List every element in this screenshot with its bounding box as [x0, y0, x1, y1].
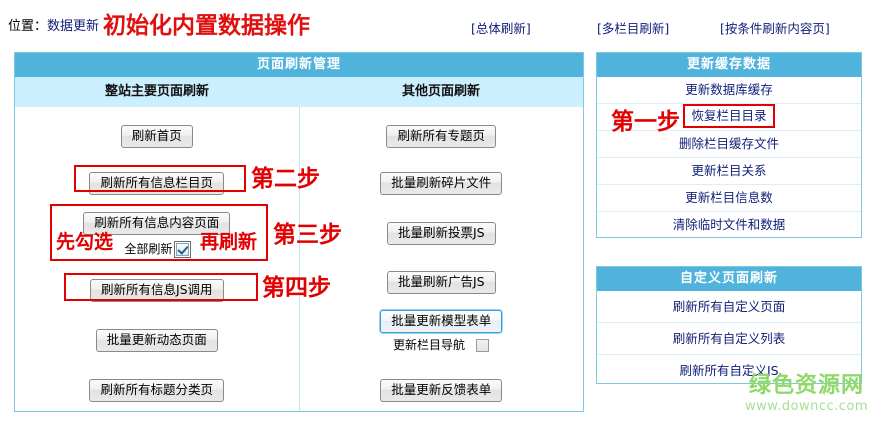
page-refresh-management-panel: 页面刷新管理 整站主要页面刷新 其他页面刷新 刷新首页 刷新所有信息栏目页 刷新…: [14, 52, 584, 412]
breadcrumb-label: 位置：: [8, 19, 48, 34]
refresh-all-checkbox-label: 全部刷新: [124, 242, 173, 256]
batch-refresh-ad-js-button[interactable]: 批量刷新广告JS: [386, 271, 496, 294]
cache-item-restore-category-directory[interactable]: 恢复栏目目录: [597, 104, 861, 131]
custom-panel-title: 自定义页面刷新: [597, 267, 861, 291]
custom-item-refresh-all-custom-pages[interactable]: 刷新所有自定义页面: [597, 291, 861, 323]
annotation-then-refresh: 再刷新: [200, 231, 258, 253]
annotation-step2: 第二步: [251, 165, 320, 192]
batch-update-dynamic-pages-button[interactable]: 批量更新动态页面: [95, 329, 218, 352]
refresh-all-content-pages-button[interactable]: 刷新所有信息内容页面: [83, 212, 231, 235]
link-conditional-content-refresh[interactable]: [按条件刷新内容页]: [720, 21, 830, 36]
cache-panel-title: 更新缓存数据: [597, 53, 861, 77]
batch-refresh-vote-js-button[interactable]: 批量刷新投票JS: [386, 222, 496, 245]
custom-item-label: 刷新所有自定义JS: [679, 363, 779, 378]
refresh-all-category-pages-button[interactable]: 刷新所有信息栏目页: [89, 172, 224, 195]
cache-item-label: 更新数据库缓存: [685, 82, 773, 97]
header-links: [总体刷新] [多栏目刷新] [按条件刷新内容页]: [0, 18, 878, 38]
cache-item-clear-temp-files-and-data[interactable]: 清除临时文件和数据: [597, 212, 861, 238]
annotation-step3: 第三步: [273, 221, 342, 248]
right-column: 刷新所有专题页 批量刷新碎片文件 批量刷新投票JS 批量刷新广告JS 批量更新模…: [298, 107, 584, 411]
refresh-all-title-category-pages-button[interactable]: 刷新所有标题分类页: [89, 379, 224, 402]
cache-item-label: 更新栏目关系: [691, 163, 767, 178]
batch-refresh-fragment-files-button[interactable]: 批量刷新碎片文件: [380, 172, 503, 195]
custom-item-label: 刷新所有自定义页面: [672, 299, 786, 314]
watermark-url: www.downcc.com: [744, 399, 869, 414]
update-category-nav-checkbox[interactable]: [476, 339, 490, 352]
refresh-all-special-topic-pages-button[interactable]: 刷新所有专题页: [386, 125, 496, 148]
custom-item-label: 刷新所有自定义列表: [672, 331, 786, 346]
main-panel-column-headings: 整站主要页面刷新 其他页面刷新: [15, 77, 583, 107]
refresh-all-js-calls-button[interactable]: 刷新所有信息JS调用: [89, 279, 224, 302]
batch-update-feedback-form-button[interactable]: 批量更新反馈表单: [380, 379, 503, 402]
update-category-nav-checkbox-label: 更新栏目导航: [393, 338, 466, 352]
breadcrumb: 位置：数据更新: [8, 15, 99, 34]
link-multi-category-refresh[interactable]: [多栏目刷新]: [597, 21, 670, 36]
annotation-step1: 第一步: [611, 108, 680, 135]
refresh-homepage-button[interactable]: 刷新首页: [120, 125, 193, 148]
cache-item-label: 删除栏目缓存文件: [678, 136, 779, 151]
cache-item-label: 更新栏目信息数: [685, 190, 773, 205]
refresh-all-checkbox[interactable]: [176, 243, 190, 256]
page-title: 初始化内置数据操作: [103, 12, 310, 39]
custom-item-refresh-all-custom-lists[interactable]: 刷新所有自定义列表: [597, 323, 861, 355]
main-panel-title: 页面刷新管理: [15, 53, 583, 77]
breadcrumb-current: 数据更新: [47, 19, 100, 34]
cache-item-update-category-relations[interactable]: 更新栏目关系: [597, 158, 861, 185]
left-column-heading: 整站主要页面刷新: [104, 84, 209, 99]
batch-update-model-form-button[interactable]: 批量更新模型表单: [379, 309, 504, 334]
custom-page-refresh-panel: 自定义页面刷新 刷新所有自定义页面 刷新所有自定义列表 刷新所有自定义JS: [596, 266, 862, 384]
cache-item-delete-category-cache-files[interactable]: 删除栏目缓存文件: [597, 131, 861, 158]
page-header: 位置：数据更新 初始化内置数据操作 [总体刷新] [多栏目刷新] [按条件刷新内…: [0, 0, 878, 46]
cache-item-update-category-info-count[interactable]: 更新栏目信息数: [597, 185, 861, 212]
main-panel-body: 刷新首页 刷新所有信息栏目页 刷新所有信息内容页面 全部刷新 刷新所有信息JS调…: [15, 107, 583, 411]
right-column-heading: 其他页面刷新: [401, 84, 480, 99]
annotation-step4: 第四步: [262, 274, 331, 301]
link-overall-refresh[interactable]: [总体刷新]: [471, 21, 531, 36]
update-cache-data-panel: 更新缓存数据 更新数据库缓存 恢复栏目目录 删除栏目缓存文件 更新栏目关系 更新…: [596, 52, 862, 238]
cache-item-update-db-cache[interactable]: 更新数据库缓存: [597, 77, 861, 104]
custom-item-refresh-all-custom-js[interactable]: 刷新所有自定义JS: [597, 355, 861, 386]
left-column: 刷新首页 刷新所有信息栏目页 刷新所有信息内容页面 全部刷新 刷新所有信息JS调…: [15, 107, 299, 411]
cache-item-label: 清除临时文件和数据: [672, 217, 786, 232]
cache-item-label: 恢复栏目目录: [683, 104, 775, 128]
annotation-tick-first: 先勾选: [56, 231, 114, 253]
